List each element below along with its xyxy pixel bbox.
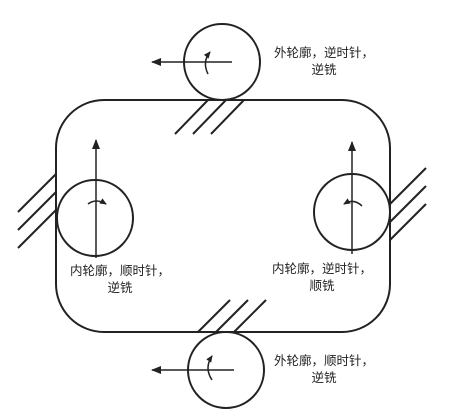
label-top-cutter: 外轮廓，逆时针， 逆铣 bbox=[256, 44, 392, 78]
cutter-top-rotation-arrow bbox=[203, 51, 211, 75]
hatch-left bbox=[17, 173, 57, 249]
label-top-line1: 外轮廓，逆时针， bbox=[273, 45, 374, 60]
cutter-right-rotation-arrow bbox=[343, 198, 363, 207]
hatch-top bbox=[174, 99, 245, 135]
cutter-left bbox=[56, 139, 134, 258]
hatch-right bbox=[389, 167, 427, 241]
label-bottom-line2: 逆铣 bbox=[311, 370, 337, 385]
label-right-line2: 顺铣 bbox=[309, 278, 335, 293]
cutter-right bbox=[313, 141, 391, 254]
label-left-line1: 内轮廓，顺时针， bbox=[69, 263, 170, 278]
label-bottom-line1: 外轮廓，顺时针， bbox=[273, 353, 374, 368]
cutter-left-circle bbox=[56, 179, 134, 257]
cutter-top bbox=[151, 23, 261, 101]
label-bottom-cutter: 外轮廓，顺时针， 逆铣 bbox=[256, 352, 392, 386]
label-left-line2: 逆铣 bbox=[107, 280, 133, 295]
hatch-bottom bbox=[197, 299, 267, 333]
label-right-cutter: 内轮廓，逆时针， 顺铣 bbox=[254, 260, 390, 294]
cutter-left-rotation-arrow bbox=[87, 198, 107, 205]
label-top-line2: 逆铣 bbox=[311, 62, 337, 77]
cutter-bottom-rotation-arrow bbox=[206, 355, 213, 381]
label-right-line1: 内轮廓，逆时针， bbox=[271, 261, 372, 276]
cutter-bottom bbox=[151, 331, 265, 409]
label-left-cutter: 内轮廓，顺时针， 逆铣 bbox=[54, 262, 186, 296]
